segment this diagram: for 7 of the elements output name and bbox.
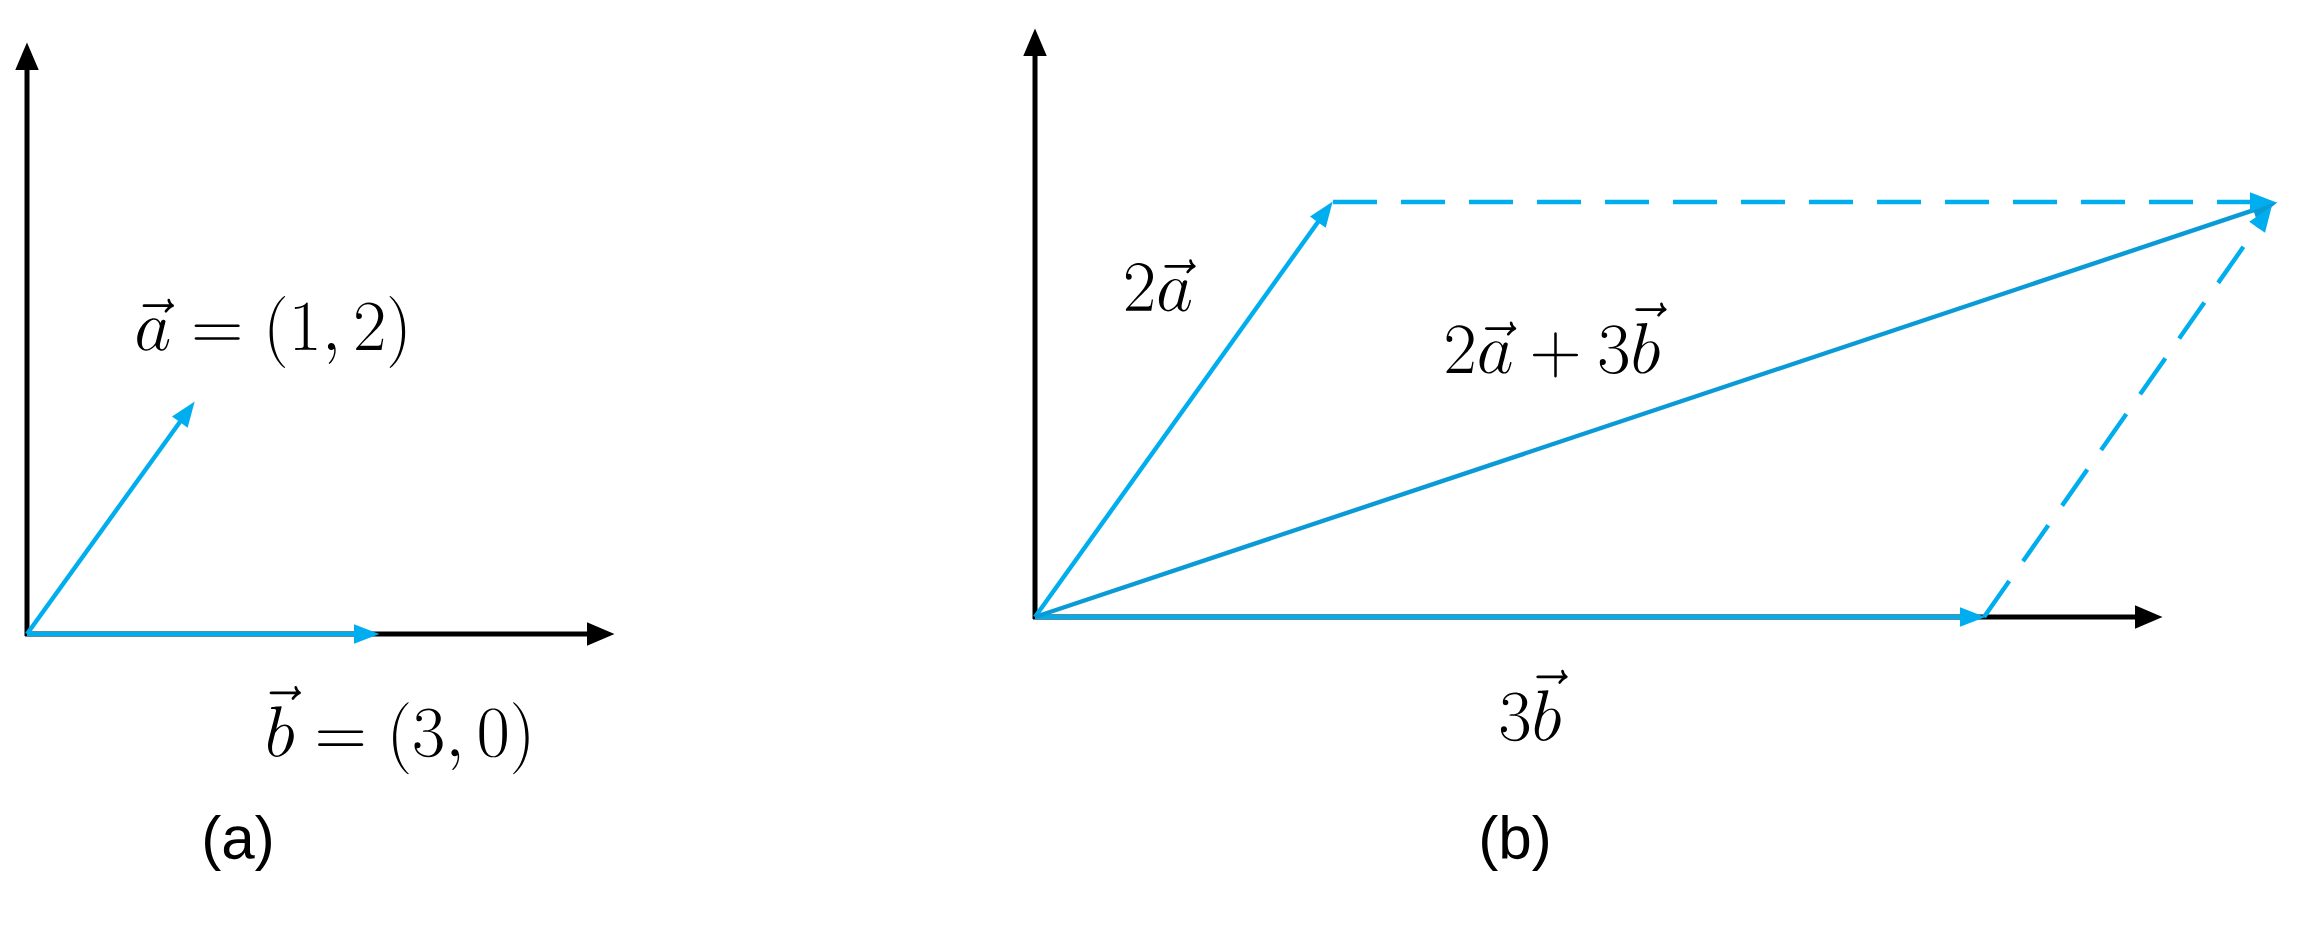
panel-label: (b)	[1482, 815, 1548, 871]
vector-label: $\vec{a}=\left(1,2\right)$	[137, 296, 406, 368]
vector-label: $2\vec{a}$	[1125, 259, 1196, 312]
vector-label: $3\vec{b}$	[1500, 669, 1568, 742]
vector-label: $\vec{b}=\left(3,0\right)$	[268, 685, 529, 775]
vector-label: $2\vec{a}+3\vec{b}$	[1446, 302, 1667, 378]
panel-label: (a)	[205, 815, 271, 871]
